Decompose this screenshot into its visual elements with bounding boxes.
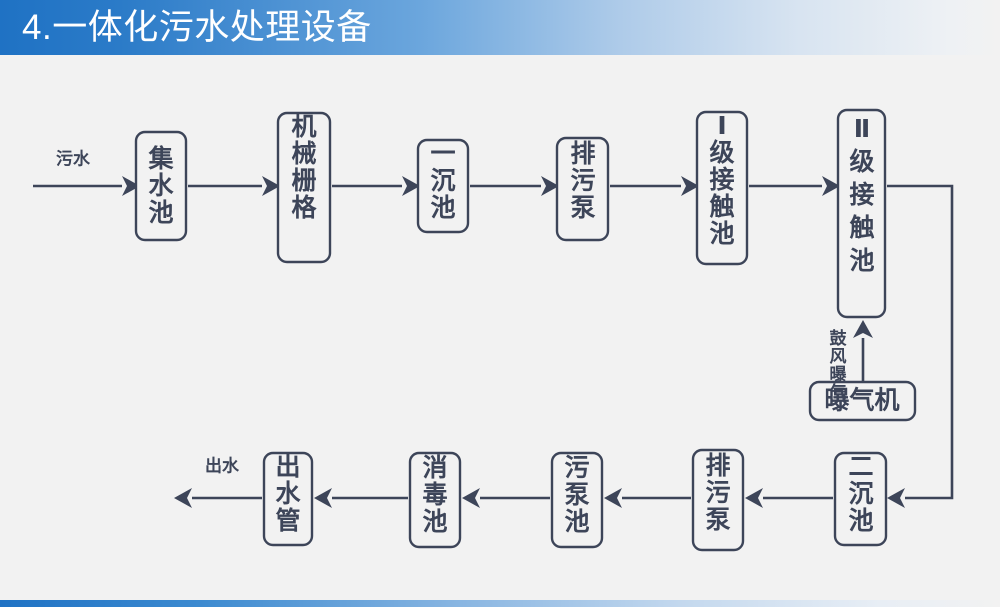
edge-sewage-pump-to-contact-1 <box>610 176 699 196</box>
node-contact-tank-2-box[interactable] <box>836 108 887 319</box>
node-mechanical-grating-box[interactable] <box>276 111 332 264</box>
edge-contact-1-to-contact-2 <box>749 176 840 196</box>
edge-secondary-sed-to-sewage-pump-2 <box>745 488 833 508</box>
node-mechanical-grating-label: 机械栅格 <box>291 113 317 222</box>
node-secondary-sedimentation-tank-label: 二沉池 <box>848 453 873 535</box>
node-secondary-sedimentation-tank[interactable]: 二沉池 <box>833 451 888 547</box>
edge-contact-2-to-secondary-sed <box>887 184 954 508</box>
edge-primary-sed-to-sewage-pump <box>470 176 559 196</box>
node-sewage-pump-2-box[interactable] <box>691 448 745 552</box>
edge-collection-to-grating <box>188 176 280 196</box>
node-outlet-pipe[interactable]: 出水管 <box>262 451 314 547</box>
edge-inlet-to-collection-tank <box>33 176 140 196</box>
edge-outlet-pipe-to-outlet <box>174 488 262 508</box>
node-aerator-label: 曝气机 <box>824 386 899 415</box>
header-banner: 4.一体化污水处理设备 <box>0 0 1000 55</box>
node-aerator-box[interactable] <box>808 380 917 422</box>
edge-label-effluent: 出水 <box>205 455 240 475</box>
edge-grating-to-primary-sed <box>332 176 420 196</box>
node-disinfection-tank[interactable]: 消毒池 <box>408 451 462 549</box>
node-primary-sedimentation-tank-box[interactable] <box>416 138 470 234</box>
edge-sludge-pump-tank-to-disinfection <box>462 488 550 508</box>
node-sewage-pump-1[interactable]: 排污泵 <box>555 136 610 242</box>
edge-sewage-pump-2-to-sludge-pump-tank <box>604 488 691 508</box>
node-secondary-sedimentation-tank-box[interactable] <box>833 451 888 547</box>
node-sewage-pump-1-box[interactable] <box>555 136 610 242</box>
footer-accent-bar <box>0 600 1000 607</box>
node-collection-tank-char-0: 集水池 <box>147 144 174 227</box>
node-disinfection-tank-label: 消毒池 <box>422 454 447 536</box>
node-sewage-pump-1-label: 排污泵 <box>570 140 595 222</box>
node-sewage-pump-2[interactable]: 排污泵 <box>691 448 745 552</box>
node-sludge-pump-tank[interactable]: 污泵池 <box>550 451 604 549</box>
node-outlet-pipe-box[interactable] <box>262 451 314 547</box>
node-primary-sedimentation-tank[interactable]: 一沉池 <box>416 138 470 234</box>
edge-label-influent: 污水 <box>56 148 91 168</box>
edge-disinfection-to-outlet-pipe <box>314 488 408 508</box>
node-mechanical-grating[interactable]: 机械栅格 <box>276 111 332 264</box>
node-primary-sedimentation-tank-label: 一沉池 <box>430 140 455 222</box>
node-collection-tank-box[interactable] <box>134 130 188 242</box>
node-contact-tank-1-box[interactable] <box>695 110 749 266</box>
edge-aerator-to-contact-2 <box>853 320 873 382</box>
node-sludge-pump-tank-label: 污泵池 <box>564 454 589 536</box>
node-disinfection-tank-box[interactable] <box>408 451 462 549</box>
edge-label-blower-aeration: 鼓风曝气 <box>829 328 848 402</box>
node-sludge-pump-tank-box[interactable] <box>550 451 604 549</box>
node-collection-tank[interactable]: 集水池 <box>134 130 188 242</box>
node-sewage-pump-2-label: 排污泵 <box>705 452 730 534</box>
page-title: 4.一体化污水处理设备 <box>22 8 372 47</box>
node-outlet-pipe-label: 出水管 <box>275 453 301 535</box>
node-aerator[interactable]: 曝气机 <box>808 380 917 422</box>
